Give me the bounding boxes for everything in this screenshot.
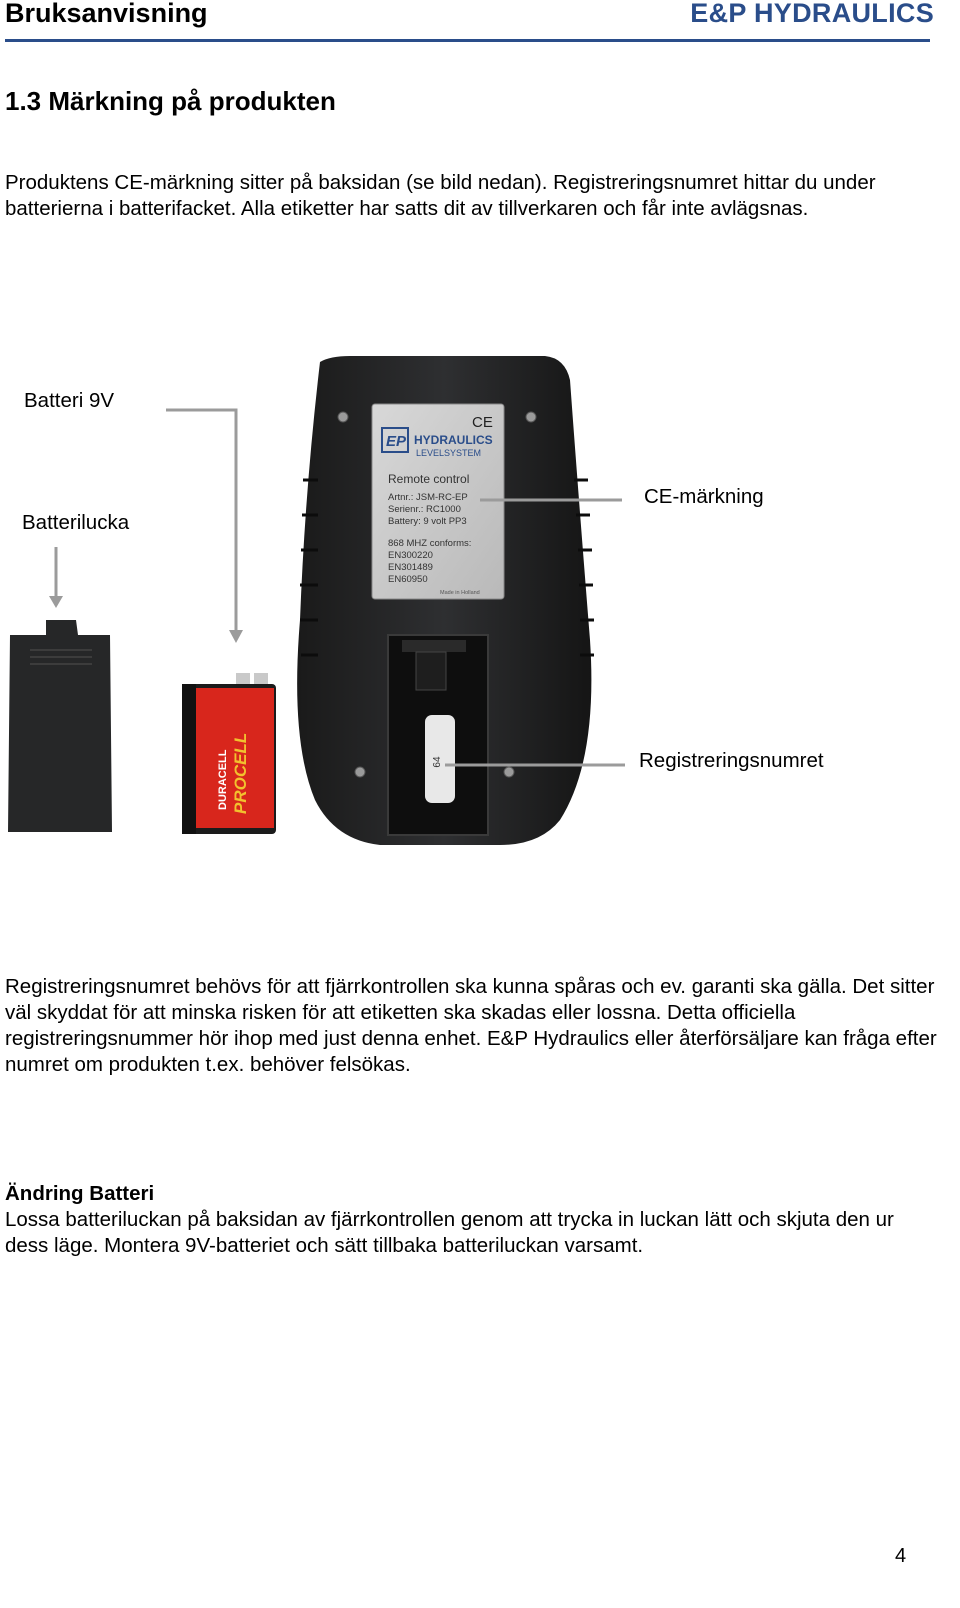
battery-model: PROCELL — [231, 733, 250, 814]
battery-cover — [8, 620, 112, 832]
battery-9v: DURACELL PROCELL — [182, 673, 276, 834]
battery-brand: DURACELL — [217, 749, 229, 810]
label-std1: EN300220 — [388, 550, 433, 561]
callout-registration-number: Registreringsnumret — [639, 749, 824, 772]
label-subbrand: LEVELSYSTEM — [416, 448, 481, 458]
label-battery: Battery: 9 volt PP3 — [388, 516, 467, 527]
screws — [337, 411, 537, 778]
callout-battery: Batteri 9V — [24, 389, 115, 412]
grip-ridges — [300, 478, 594, 657]
label-serienr: Serienr.: RC1000 — [388, 504, 461, 515]
callout-ce-marking: CE-märkning — [644, 485, 764, 508]
callout-battery-cover: Batterilucka — [22, 511, 130, 534]
label-artnr: Artnr.: JSM-RC-EP — [388, 492, 468, 503]
label-product: Remote control — [388, 472, 469, 486]
callout-lines — [54, 408, 625, 767]
callout-arrowheads — [49, 596, 243, 643]
registration-number: 64 — [432, 756, 443, 768]
registration-sticker — [425, 715, 455, 803]
intro-paragraph: Produktens CE-märkning sitter på baksida… — [5, 171, 876, 220]
header-company-name: E&P HYDRAULICS — [690, 0, 934, 28]
battery-cover-grip — [30, 649, 92, 665]
page-number: 4 — [895, 1545, 907, 1567]
header-divider — [5, 39, 930, 42]
ep-logo: EP — [386, 433, 407, 450]
ce-mark: CE — [472, 414, 493, 431]
header-document-title: Bruksanvisning — [5, 0, 208, 28]
registration-paragraph: Registreringsnumret behövs för att fjärr… — [5, 975, 937, 1076]
battery-change-paragraph: Lossa batteriluckan på baksidan av fjärr… — [5, 1208, 894, 1257]
label-brand: HYDRAULICS — [414, 433, 493, 447]
product-figure: EP HYDRAULICS LEVELSYSTEM CE Remote cont… — [8, 356, 625, 845]
label-conforms: 868 MHZ conforms: — [388, 538, 471, 549]
battery-change-heading: Ändring Batteri — [5, 1182, 155, 1205]
remote-control-body — [297, 356, 592, 845]
battery-contacts — [402, 640, 466, 652]
label-std3: EN60950 — [388, 574, 428, 585]
battery-clip — [415, 651, 447, 691]
label-std2: EN301489 — [388, 562, 433, 573]
label-made-in: Made in Holland — [440, 590, 480, 596]
ep-logo-box — [381, 427, 409, 453]
section-title: 1.3 Märkning på produkten — [5, 86, 336, 116]
